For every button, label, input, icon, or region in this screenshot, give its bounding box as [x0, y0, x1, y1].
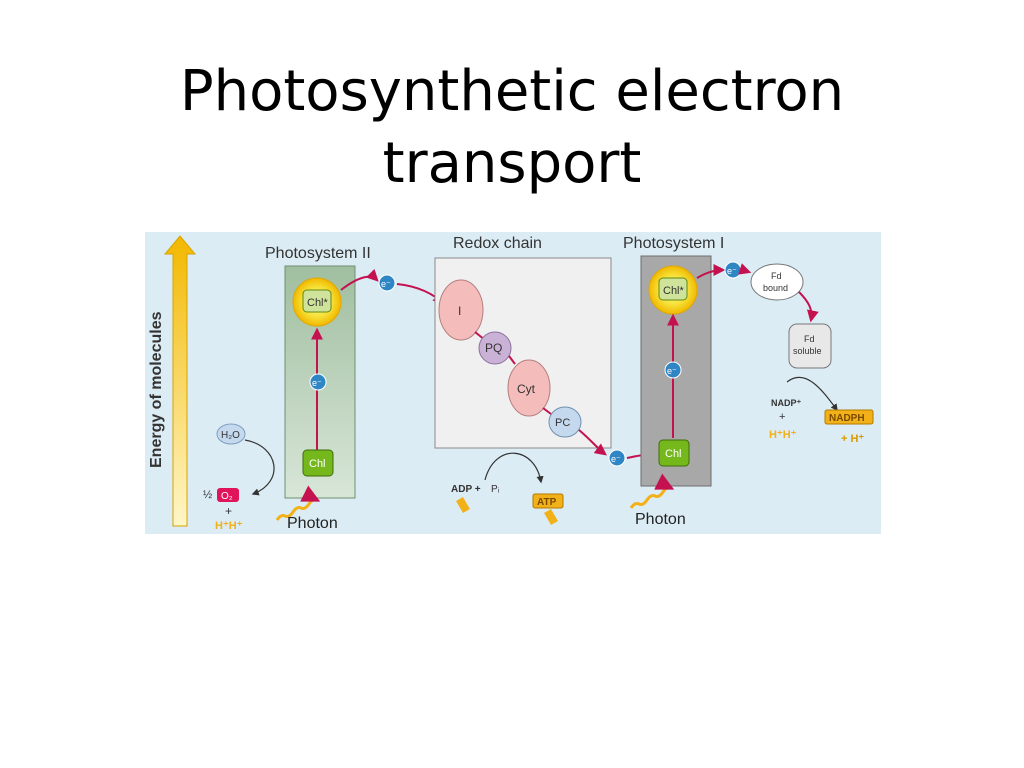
fd-bound-label-2: bound	[763, 283, 788, 293]
ps2-electron	[309, 373, 327, 391]
ps1-photon-wave	[629, 473, 675, 509]
energy-axis-label: Energy of molecules	[148, 311, 165, 468]
carrier-cyt	[507, 359, 551, 417]
fd-soluble-label-2: soluble	[793, 346, 822, 356]
transfer-electron-1	[378, 274, 396, 292]
fd-bound-to-soluble-arrow	[798, 291, 819, 323]
nadp-label: NADP⁺	[771, 398, 802, 408]
ps2-electron-label: e⁻	[312, 378, 322, 388]
electron-to-fd-arrow	[737, 263, 752, 275]
fd-bound-node	[750, 263, 804, 301]
carrier-i-label: I	[458, 304, 461, 318]
oxygen-molecule	[217, 488, 239, 502]
transfer-electron-3-label: e⁻	[727, 266, 737, 276]
atp-badge	[532, 493, 564, 509]
ps1-photon-label: Photon	[635, 511, 686, 528]
energy-axis: Energy of molecules	[148, 235, 197, 527]
nadph-badge	[824, 409, 874, 425]
ps2-protons: H⁺H⁺	[215, 520, 243, 532]
adp-label: ADP +	[451, 484, 481, 495]
water-split-arrow	[244, 439, 275, 496]
pi-label: Pᵢ	[491, 484, 500, 495]
nadph-plus-h: + H⁺	[841, 433, 864, 445]
ps1-electron	[664, 361, 682, 379]
ps2-photon-label: Photon	[287, 515, 338, 532]
redox-chain-header: Redox chain	[453, 235, 542, 252]
ps1-electron-label: e⁻	[667, 366, 677, 376]
ps2-ground-label: Chl	[309, 458, 326, 470]
slide-title: Photosynthetic electron transport	[0, 56, 1024, 200]
water-molecule	[216, 423, 246, 445]
transfer-electron-2-label: e⁻	[611, 454, 621, 464]
ps1-excited-label: Chl*	[663, 285, 685, 297]
nadph-label: NADPH	[829, 413, 865, 424]
electron-transport-diagram: Energy of molecules Photosystem II Redox…	[145, 232, 881, 534]
ferredoxin: Fd bound Fd soluble NADP⁺ + H⁺H⁺ NADPH +…	[750, 263, 874, 445]
fd-soluble-label-1: Fd	[804, 334, 815, 344]
ps1-ground-label: Chl	[665, 448, 682, 460]
atp-tail	[544, 508, 558, 526]
ps2-plus: +	[225, 504, 232, 518]
fd-bound-label-1: Fd	[771, 271, 782, 281]
carrier-pq	[478, 331, 512, 365]
pc-to-electron-arrow	[578, 429, 607, 456]
ps1-ground-chl	[658, 439, 690, 467]
ps2-ground-chl	[302, 449, 334, 477]
carrier-cyt-label: Cyt	[517, 382, 536, 396]
ps2-to-redox-arrow	[340, 268, 379, 291]
ps1-excited-chl	[658, 277, 688, 301]
ps2-excited-label: Chl*	[307, 297, 329, 309]
water-label: H₂O	[221, 430, 240, 441]
photosystem-i-header: Photosystem I	[623, 235, 724, 252]
cyt-to-pc	[542, 407, 552, 415]
ps1-to-electron-arrow	[696, 264, 726, 279]
ps2-photon-wave	[275, 485, 321, 521]
ps2-excited-chl	[302, 289, 332, 313]
nadp-reduction-arrow	[786, 376, 838, 412]
title-line-2: transport	[382, 131, 642, 196]
carrier-i	[438, 279, 484, 341]
fd-soluble-node	[788, 323, 832, 369]
adp-tail	[456, 496, 470, 514]
redox-chain: I PQ Cyt PC ADP + Pᵢ ATP	[434, 257, 612, 526]
carrier-pc-label: PC	[555, 417, 570, 429]
atp-synthesis-arrow	[484, 452, 544, 484]
carrier-pc	[548, 406, 582, 438]
half-label: ½	[203, 489, 212, 501]
carrier-pq-label: PQ	[485, 341, 502, 355]
energy-arrow	[163, 235, 197, 527]
oxygen-label: O₂	[221, 491, 233, 502]
photosystem-i: Chl* e⁻ Chl Photon	[629, 255, 712, 528]
pq-to-cyt	[508, 355, 516, 365]
atp-label: ATP	[537, 497, 557, 508]
photosystem-ii: Chl* e⁻ Chl Photon H₂O ½ O₂ + H⁺H⁺	[203, 265, 356, 532]
photosystem-ii-header: Photosystem II	[265, 245, 371, 262]
ps1-protons: H⁺H⁺	[769, 429, 797, 441]
title-line-1: Photosynthetic electron	[179, 59, 845, 124]
ps1-plus: +	[779, 411, 785, 423]
transfer-electron-1-label: e⁻	[381, 279, 391, 289]
transfer-electron-2	[608, 449, 626, 467]
